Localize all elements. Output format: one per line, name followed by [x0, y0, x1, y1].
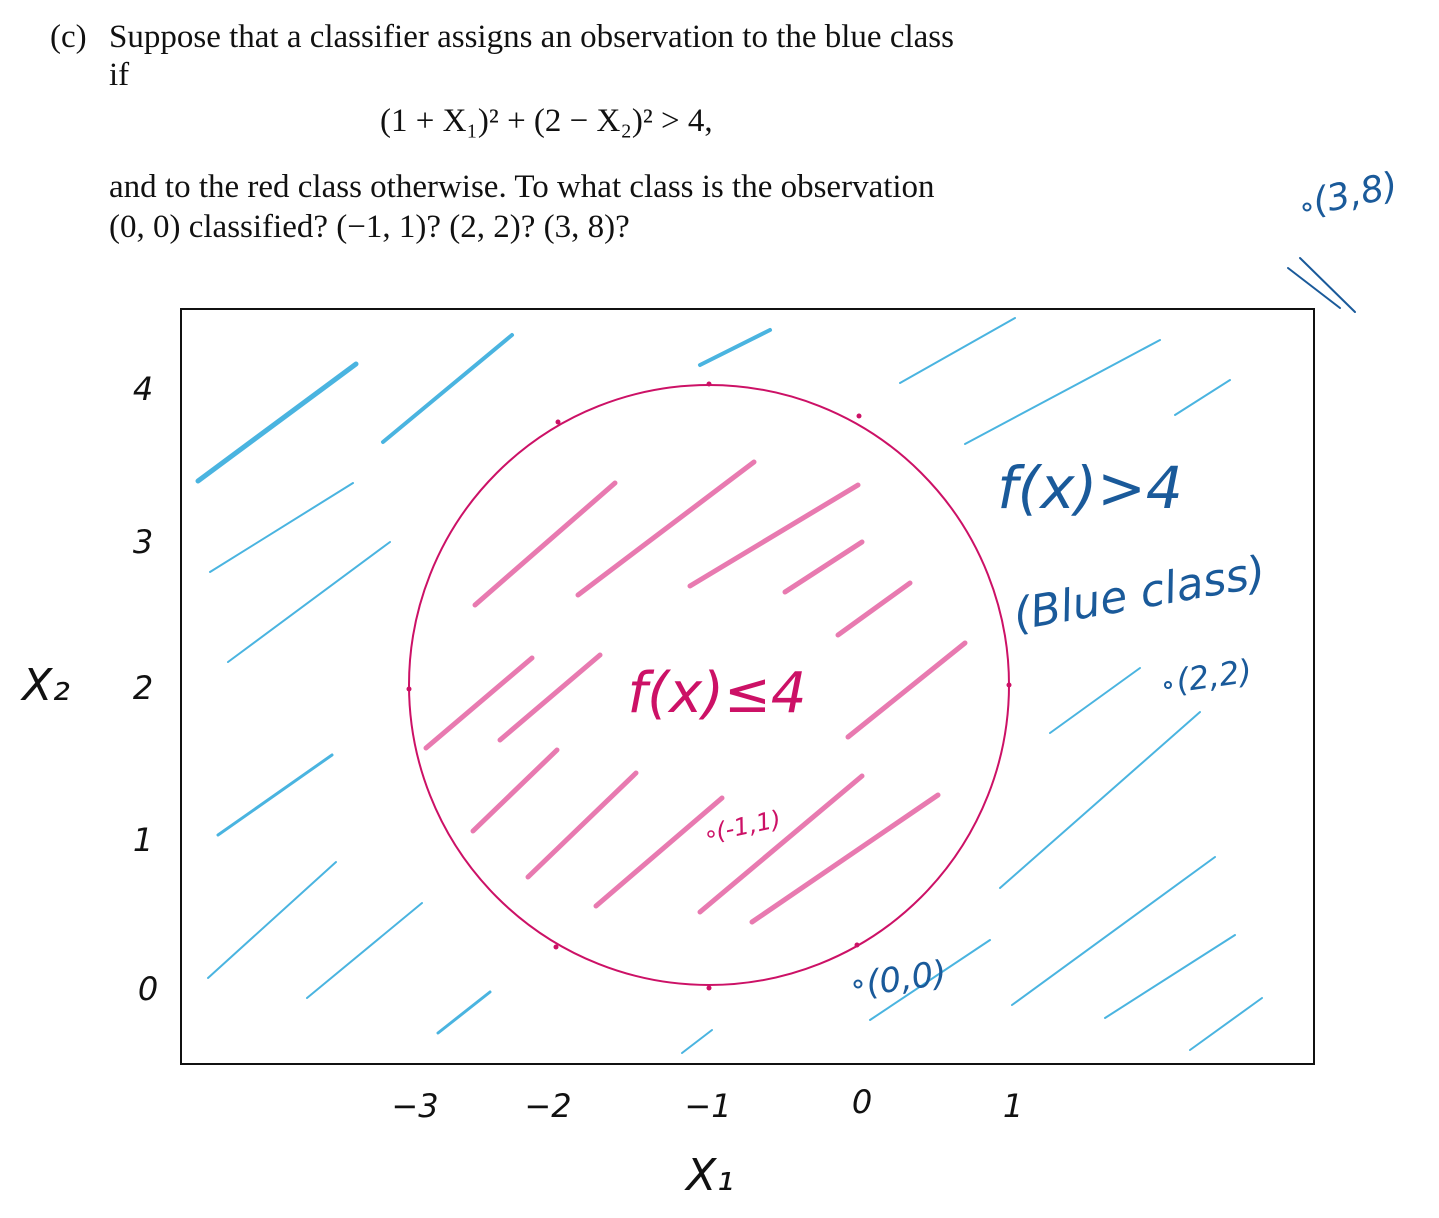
y-tick-label: 2 — [133, 669, 153, 707]
problem-text-line-4: (0, 0) classified? (−1, 1)? (2, 2)? (3, … — [109, 209, 630, 245]
plot-frame — [180, 308, 1315, 1065]
point-label-0-0: (0,0) — [864, 953, 949, 1004]
y-tick-label: 0 — [138, 970, 158, 1008]
point-marker — [1302, 202, 1312, 212]
y-tick-label: 1 — [133, 821, 153, 859]
problem-label: (c) — [50, 19, 87, 55]
x-tick-label: 0 — [852, 1083, 872, 1121]
y-tick-label: 3 — [133, 523, 153, 561]
x-tick-label: 1 — [1003, 1087, 1023, 1125]
x-tick-label: −3 — [391, 1087, 438, 1125]
y-axis-label: X₂ — [20, 660, 70, 711]
problem-text-line-1: Suppose that a classifier assigns an obs… — [109, 19, 954, 55]
x-axis-label: X₁ — [684, 1150, 734, 1201]
inside-region-label: f(x)≤4 — [627, 661, 806, 726]
problem-text-line-3: and to the red class otherwise. To what … — [109, 169, 935, 205]
circle-marker-dots — [406, 381, 1012, 991]
blue-class-label: (Blue class) — [1010, 546, 1270, 640]
problem-text-line-2: if — [109, 57, 130, 93]
point-label-minus1-1: (-1,1) — [713, 805, 783, 846]
double-slash-mark — [1287, 257, 1356, 313]
x-tick-label: −2 — [524, 1087, 571, 1125]
classifier-formula: (1 + X₁)² + (2 − X₂)² > 4, — [380, 103, 713, 139]
point-label-2-2: (2,2) — [1174, 652, 1254, 700]
outside-region-label: f(x)>4 — [997, 454, 1183, 522]
point-marker — [707, 830, 715, 838]
point-marker — [853, 979, 863, 989]
blue-hatching — [195, 317, 1263, 1054]
y-tick-label: 4 — [133, 370, 153, 408]
point-label-3-8: (3,8) — [1309, 165, 1401, 223]
x-tick-label: −1 — [684, 1087, 731, 1125]
point-marker — [1164, 681, 1172, 689]
red-hatching — [423, 459, 968, 925]
